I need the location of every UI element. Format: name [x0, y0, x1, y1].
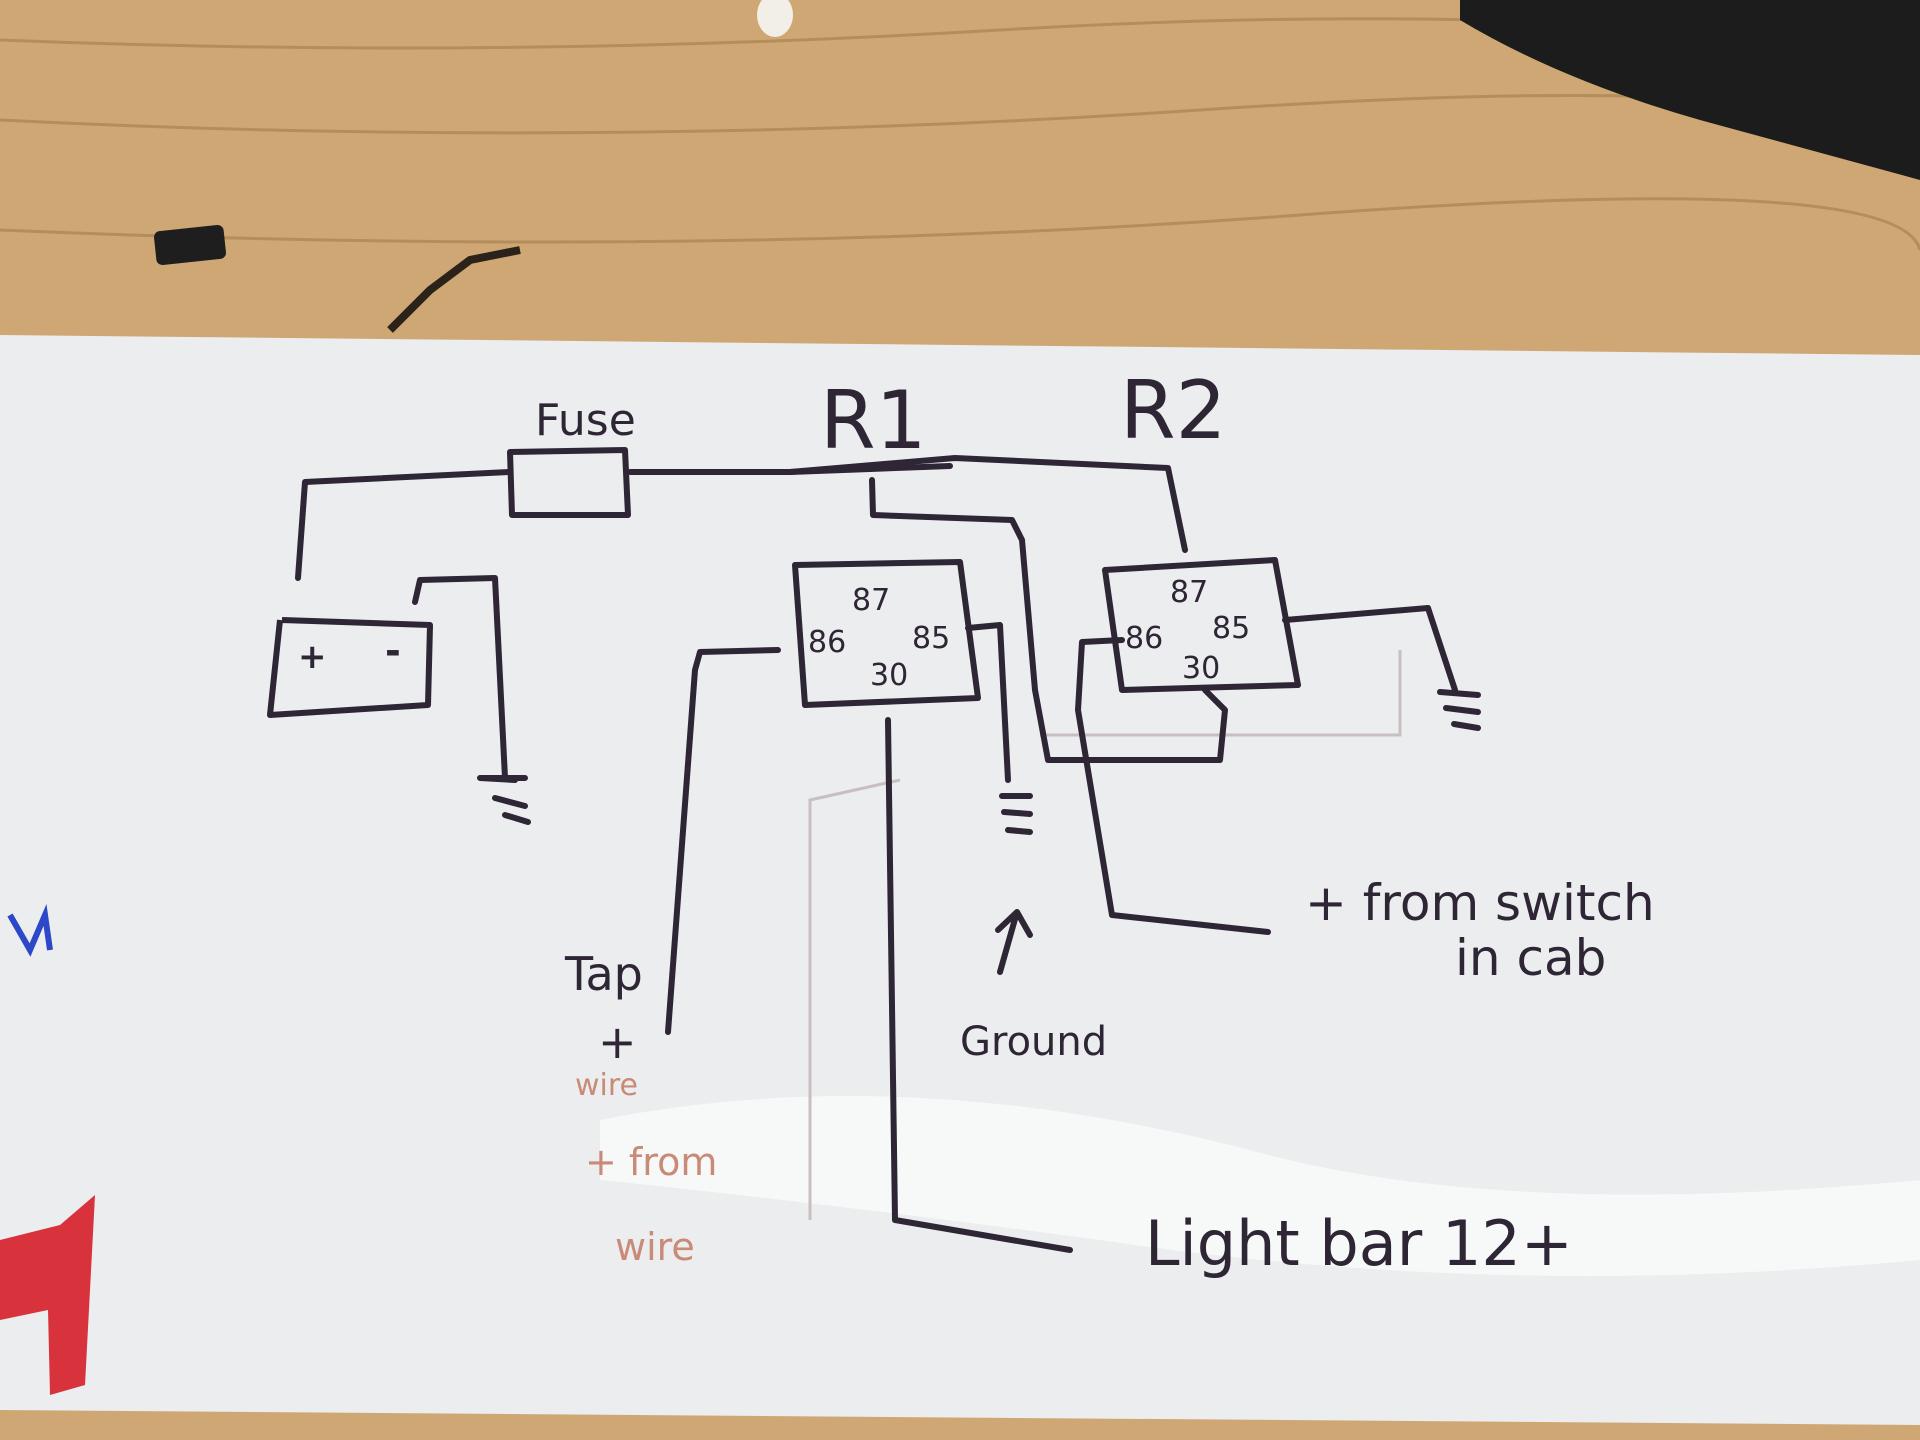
r2-pin-87: 87: [1170, 575, 1208, 610]
faint-from-label: + from: [585, 1140, 717, 1184]
white-object: [757, 0, 793, 37]
junction-thick-line: [787, 463, 953, 475]
wire-battery-to-fuse: [295, 469, 513, 581]
wire-r2-85-ground: [1282, 605, 1458, 693]
faint-wire-label: wire: [575, 1068, 638, 1103]
red-marker-remnant: [0, 1195, 95, 1395]
battery-symbol: [267, 617, 433, 718]
ground-label: Ground: [960, 1019, 1107, 1065]
wood-grain: [0, 197, 1920, 251]
tap-plus-label: +: [598, 1015, 637, 1069]
wood-crack: [387, 246, 521, 333]
switch-label-line2: in cab: [1455, 929, 1606, 987]
relay1-title: R1: [820, 374, 926, 467]
r1-pin-85: 85: [912, 621, 950, 656]
lightbar-label: Light bar 12+: [1145, 1207, 1573, 1280]
faint-wire-label-2: wire: [615, 1225, 695, 1269]
ground-symbol-r1: [999, 793, 1033, 835]
relay2-title: R2: [1120, 364, 1226, 457]
ground-symbol-battery: [485, 775, 531, 825]
blue-marker-remnant: [7, 903, 53, 957]
battery-plus-label: +: [298, 637, 327, 677]
wire-fuse-to-r2: [627, 455, 1188, 553]
ghost-line: [1040, 650, 1402, 737]
glare: [600, 1096, 1920, 1276]
up-arrow-icon: [995, 909, 1033, 975]
battery-minus-label: -: [385, 629, 401, 673]
r1-pin-86: 86: [808, 625, 846, 660]
wire-tap-to-r1-86: [665, 647, 781, 1035]
packaging-box: [1460, 0, 1920, 180]
tap-label: Tap: [564, 947, 643, 1001]
r2-pin-85: 85: [1212, 611, 1250, 646]
ghost-line: [808, 778, 901, 1220]
black-connector-piece: [154, 225, 226, 265]
r1-pin-87: 87: [852, 583, 890, 618]
switch-label-line1: + from switch: [1305, 874, 1655, 932]
wire-r1-85-ground: [965, 622, 1011, 783]
relay-r1-box: [792, 559, 981, 708]
relay-r2-box: [1102, 557, 1301, 693]
r2-pin-86: 86: [1125, 621, 1163, 656]
r1-pin-30: 30: [870, 658, 908, 693]
whiteboard: [0, 335, 1920, 1425]
fuse-label: Fuse: [535, 395, 636, 446]
wire-r2-86-switch: [1075, 637, 1271, 935]
r2-pin-30: 30: [1182, 651, 1220, 686]
wire-r1-87-to-r2-30: [869, 477, 1228, 763]
wire-r1-30-lightbar: [885, 717, 1073, 1253]
ground-symbol-r2: [1437, 689, 1481, 731]
fuse-symbol: [507, 447, 631, 518]
